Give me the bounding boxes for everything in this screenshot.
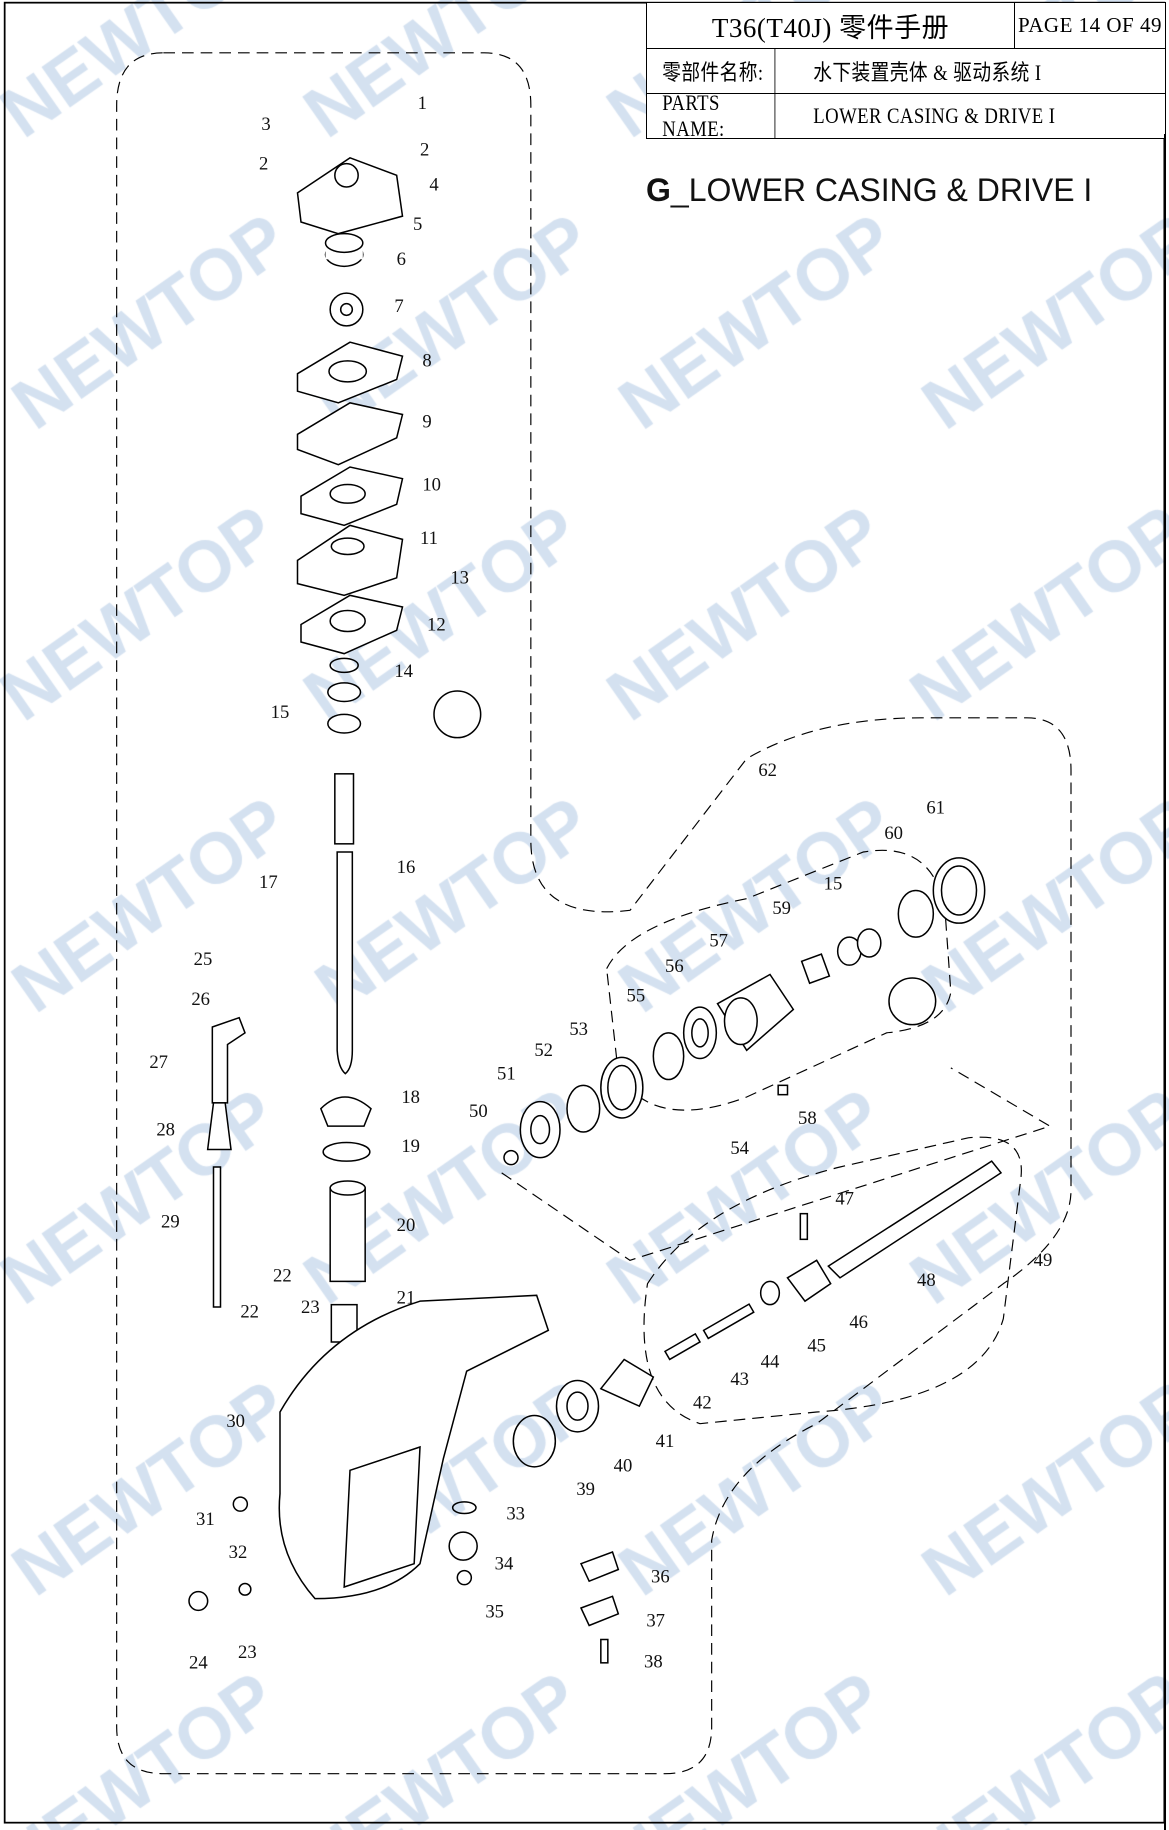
part-number-callout: 24: [189, 1653, 208, 1674]
part-number-callout: 32: [229, 1542, 248, 1563]
part-reverse-gear: [599, 1358, 655, 1408]
part-number-callout: 27: [149, 1052, 168, 1073]
part-number-callout: 52: [534, 1040, 553, 1061]
part-number-callout: 6: [397, 249, 406, 270]
part-number-callout: 9: [422, 411, 431, 432]
page-indicator: PAGE 14 OF 49: [1017, 13, 1162, 37]
part-number-callout: 58: [798, 1108, 817, 1129]
cn-parts-name-label: 零部件名称:: [647, 49, 776, 93]
part-number-callout: 30: [226, 1411, 245, 1432]
part-number-callout: 22: [273, 1265, 292, 1286]
part-number-callout: 60: [884, 823, 903, 844]
group-outlines: [116, 52, 1072, 1775]
part-lower-casing: [278, 1294, 550, 1600]
part-number-callout: 45: [807, 1335, 826, 1356]
part-number-callout: 56: [665, 956, 684, 977]
part-number-callout: 61: [926, 798, 945, 819]
part-propeller-shaft: [827, 1160, 1003, 1279]
page-frame: [3, 1, 1166, 1824]
part-number-callout: 17: [259, 872, 278, 893]
part-number-callout: 28: [156, 1120, 175, 1141]
part-number-callout: 4: [429, 174, 439, 195]
part-number-callout: 35: [485, 1601, 504, 1622]
part-number-callout: 46: [849, 1312, 868, 1333]
part-number-callout: 40: [614, 1455, 633, 1476]
bearing-housing-group: [606, 849, 952, 1111]
part-number-callout: 47: [835, 1188, 854, 1209]
part-drive-shaft-upper: [334, 773, 355, 845]
part-number-callout: 15: [271, 702, 290, 723]
section-letter: G: [646, 172, 671, 208]
part-number-callout: 15: [824, 873, 843, 894]
part-number-callout: 14: [394, 661, 413, 682]
part-number-callout: 53: [569, 1019, 588, 1040]
part-number-callout: 10: [422, 474, 441, 495]
part-number-callout: 57: [709, 931, 728, 952]
part-number-callout: 36: [651, 1566, 670, 1587]
part-number-callout: 33: [506, 1503, 525, 1524]
part-number-callout: 21: [397, 1287, 416, 1308]
part-sleeve: [329, 1187, 366, 1283]
title-frame-line: [1164, 134, 1166, 1830]
part-number-callout: 25: [194, 949, 213, 970]
part-number-callout: 37: [646, 1611, 665, 1632]
part-number-callout: 23: [238, 1642, 257, 1663]
manual-title: T36(T40J) 零件手册: [647, 3, 1015, 48]
part-number-callout: 11: [420, 528, 438, 549]
part-number-callout: 55: [627, 985, 646, 1006]
part-number-callout: 62: [758, 760, 777, 781]
part-number-callout: 7: [394, 296, 403, 317]
drive-group-bracket: [501, 1067, 1052, 1261]
section-title: _LOWER CASING & DRIVE I: [670, 172, 1093, 208]
part-number-callout: 34: [495, 1553, 514, 1574]
part-drive-shaft: [336, 851, 354, 1075]
part-number-callout: 13: [450, 568, 469, 589]
part-number-callout: 49: [1034, 1250, 1053, 1271]
part-number-callout: 38: [644, 1651, 663, 1672]
part-number-callout: 19: [401, 1136, 420, 1157]
part-shift-lever: [211, 1016, 246, 1104]
part-number-callout: 20: [397, 1215, 416, 1236]
part-number-callout: 41: [656, 1431, 675, 1452]
part-number-callout: 51: [497, 1064, 516, 1085]
part-plate: [296, 402, 404, 466]
outer-dashed-boundary: [116, 52, 1072, 1775]
part-number-callout: 1: [418, 93, 427, 114]
part-number-callout: 22: [240, 1301, 259, 1322]
part-number-callout: 29: [161, 1212, 180, 1233]
part-shift-rod: [212, 1166, 222, 1308]
part-number-callout: 8: [422, 351, 431, 372]
part-bushing: [319, 1096, 372, 1127]
part-number-callout: 3: [261, 114, 270, 135]
part-number-callout: 2: [420, 139, 429, 160]
parts-name-value: LOWER CASING & DRIVE I: [813, 103, 1056, 128]
title-block: T36(T40J) 零件手册 PAGE 14 OF 49 零部件名称: 水下装置…: [646, 2, 1166, 141]
part-number-callout: 42: [693, 1392, 712, 1413]
part-number-callout: 48: [917, 1270, 936, 1291]
part-number-callout: 18: [401, 1087, 420, 1108]
part-drawings: [188, 156, 1003, 1664]
propeller-shaft-group: [643, 1136, 1022, 1425]
part-water-pump-housing: [296, 156, 404, 235]
part-number-callout: 26: [191, 989, 210, 1010]
cn-parts-name-value: 水下装置壳体 & 驱动系统 I: [813, 60, 1042, 85]
part-number-callout: 39: [576, 1479, 595, 1500]
parts-name-label: PARTS NAME:: [647, 90, 776, 141]
section-heading: G_LOWER CASING & DRIVE I: [646, 172, 1092, 209]
part-number-callout: 59: [772, 898, 791, 919]
part-shift-boot: [206, 1102, 232, 1151]
part-number-callout: 2: [259, 153, 268, 174]
part-number-callout: 31: [196, 1509, 215, 1530]
part-number-callout: 23: [301, 1297, 320, 1318]
part-number-callout: 5: [413, 214, 422, 235]
part-number-callout: 50: [469, 1101, 488, 1122]
part-number-callout: 16: [397, 857, 416, 878]
part-number-callout: 12: [427, 614, 446, 635]
part-number-callout: 43: [730, 1369, 749, 1390]
callout-labels: 1322456789101113121415161725262728181920…: [149, 93, 1052, 1674]
part-number-callout: 44: [761, 1352, 780, 1373]
part-number-callout: 54: [730, 1138, 749, 1159]
part-pump-base: [296, 524, 404, 597]
